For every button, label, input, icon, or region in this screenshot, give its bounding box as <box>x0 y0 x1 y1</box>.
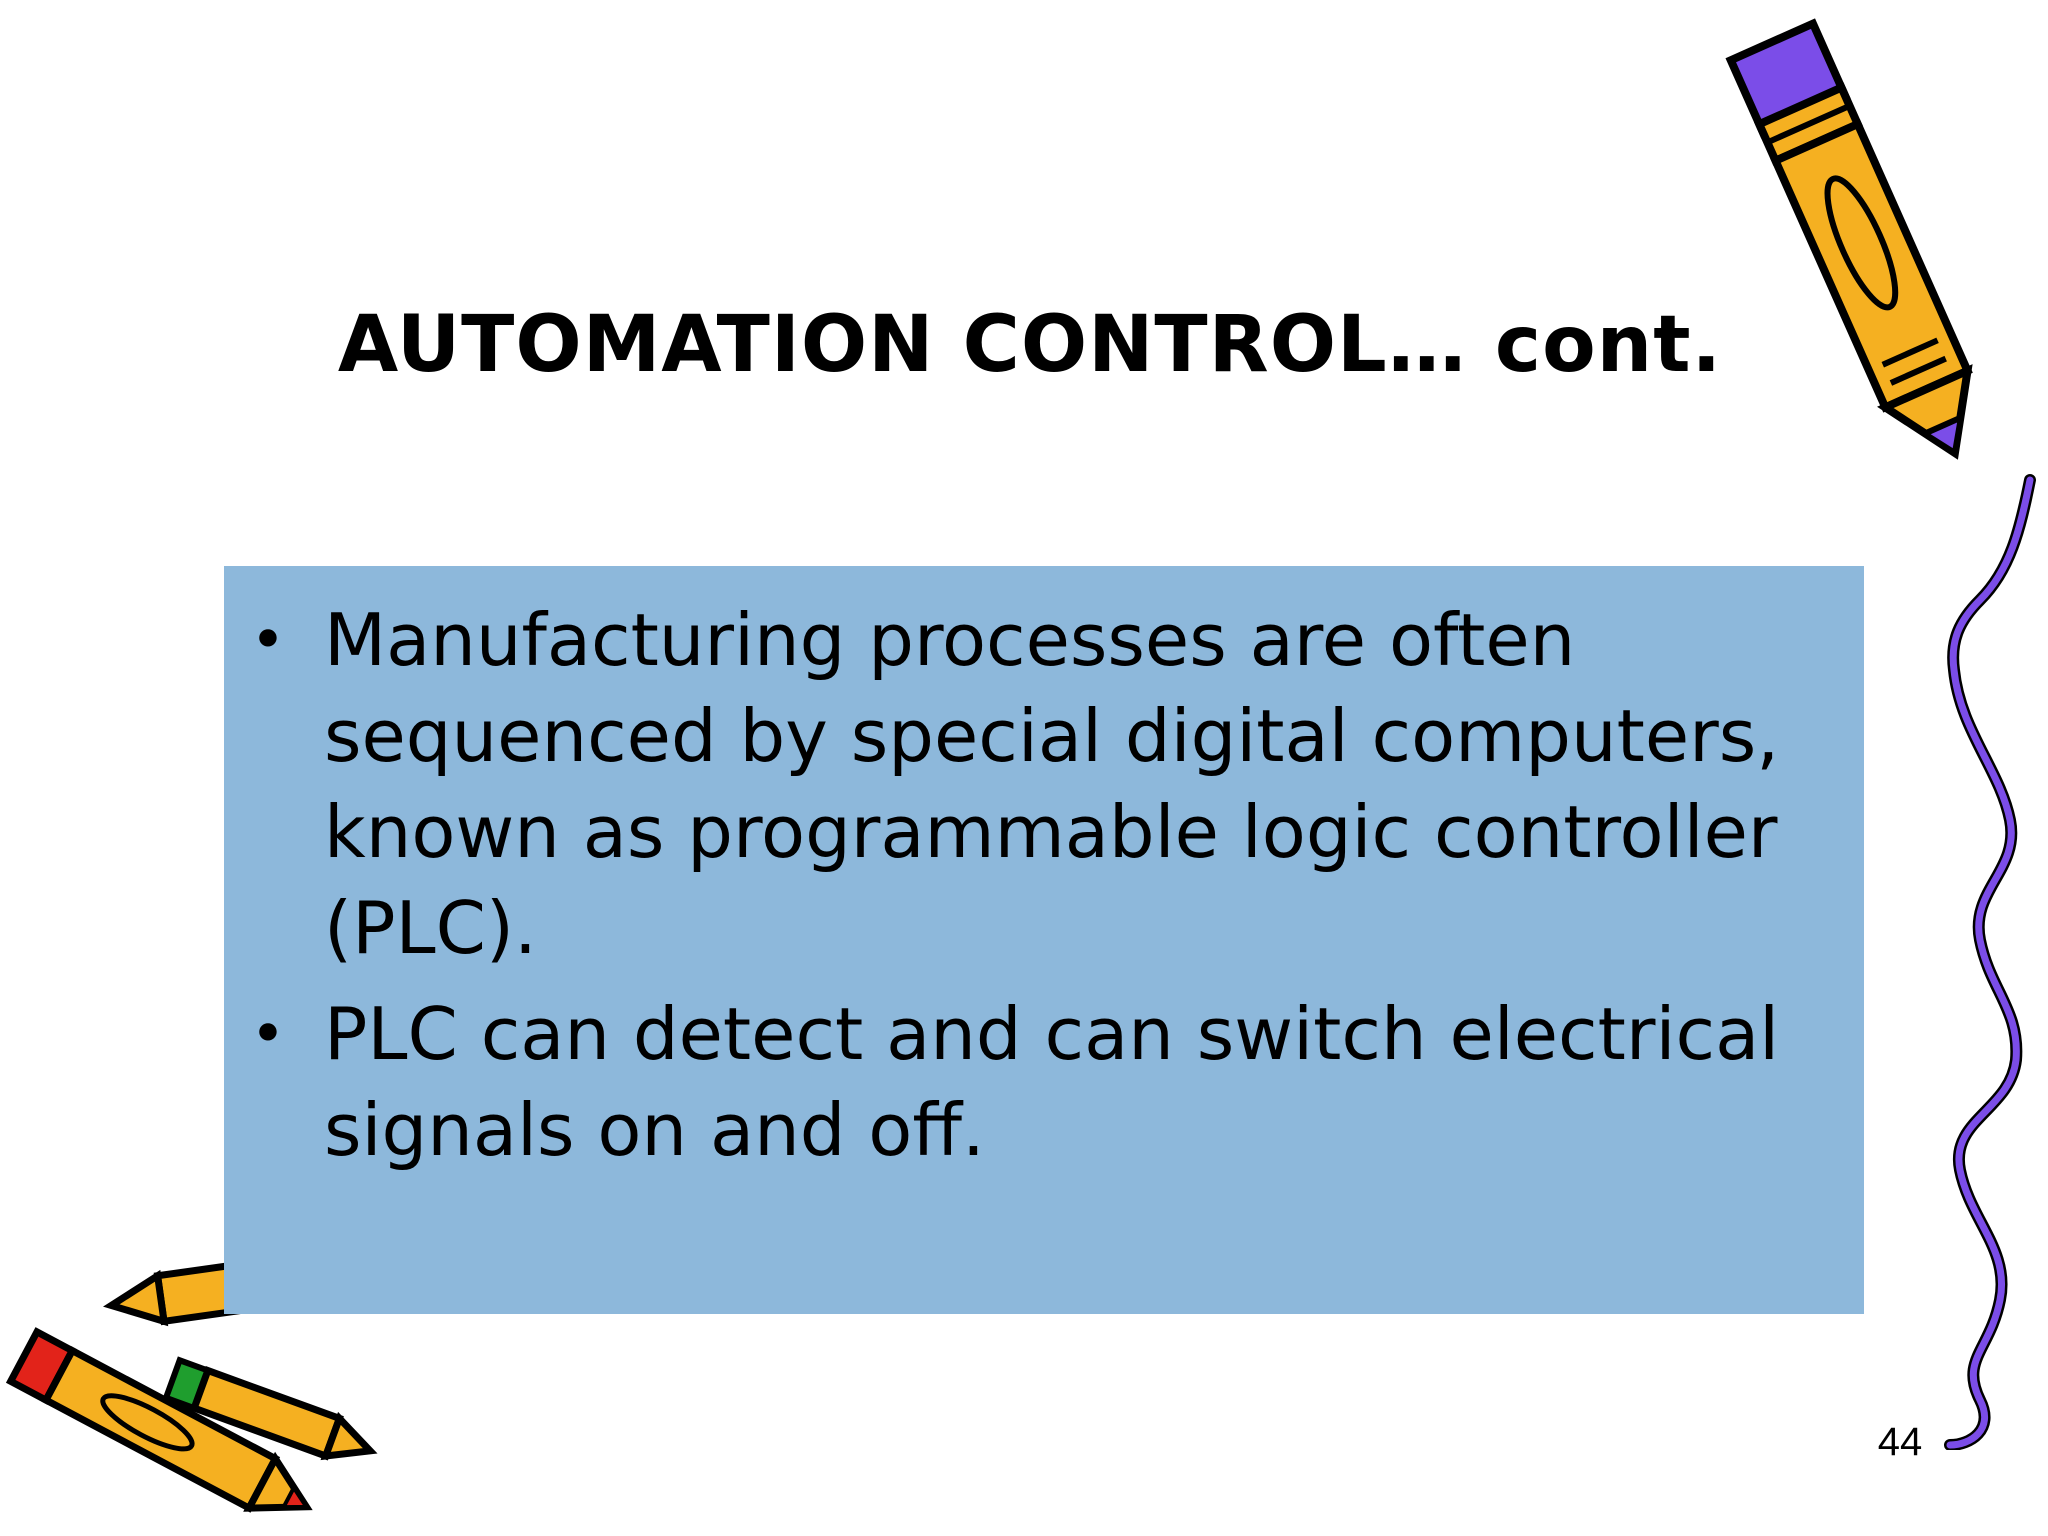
bullet-item: • Manufacturing processes are often sequ… <box>250 592 1804 976</box>
slide-title: AUTOMATION CONTROL… cont. <box>337 300 1723 390</box>
bullet-text: Manufacturing processes are often sequen… <box>324 598 1780 970</box>
bullet-text: PLC can detect and can switch electrical… <box>324 992 1780 1172</box>
bullet-dot: • <box>250 999 286 1069</box>
squiggle-line <box>1944 474 2036 1450</box>
content-box: • Manufacturing processes are often sequ… <box>224 566 1864 1314</box>
page-number: 44 <box>1877 1420 1923 1464</box>
pencil-icon <box>1725 18 1973 460</box>
bullet-dot: • <box>250 605 286 675</box>
bullet-list: • Manufacturing processes are often sequ… <box>224 566 1864 1178</box>
bullet-item: • PLC can detect and can switch electric… <box>250 986 1804 1178</box>
